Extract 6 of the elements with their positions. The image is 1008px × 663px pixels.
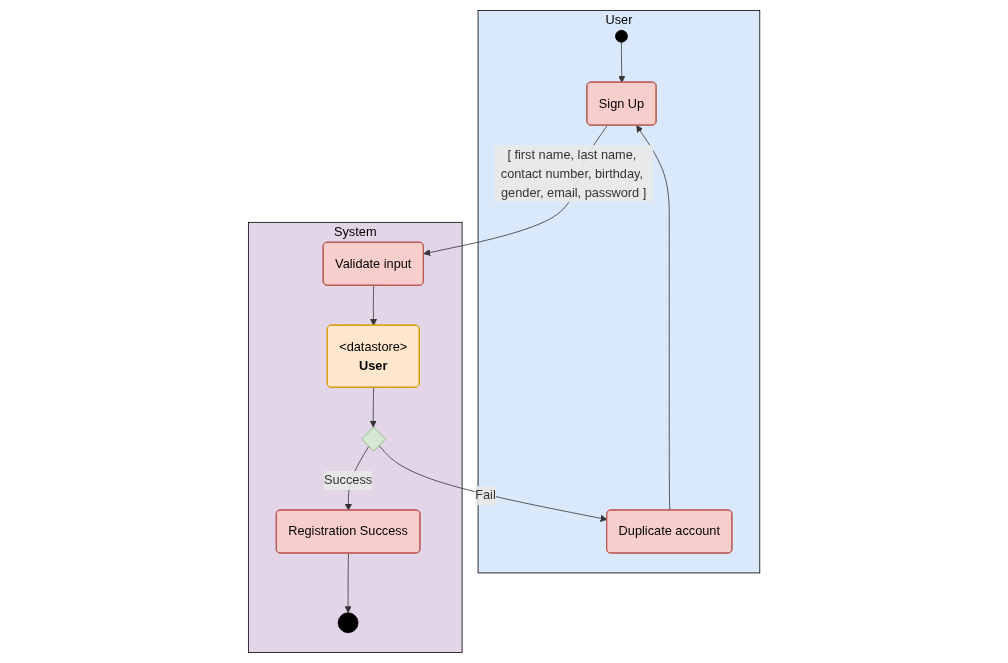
node-circle xyxy=(615,29,628,43)
node-diamond xyxy=(361,426,386,452)
edge-label: [ first name, last name, contact number, birthday, gender, email, password ] xyxy=(500,147,647,200)
node-circle xyxy=(337,612,359,634)
edge-label: Fail xyxy=(475,488,496,502)
edge-label: Success xyxy=(323,473,373,487)
